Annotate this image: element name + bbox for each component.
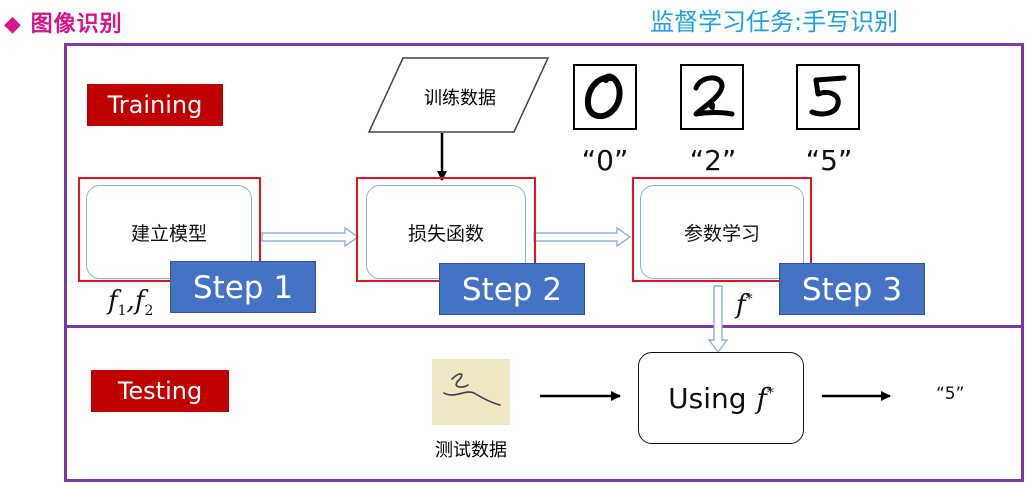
digit-image-2 <box>680 64 744 130</box>
digit-label: “0” <box>581 144 629 177</box>
diamond-bullet-icon: ◆ <box>4 12 22 37</box>
step3-box: 参数学习 <box>640 185 804 279</box>
step2-to-step3-arrow <box>533 226 632 248</box>
digit-image-5 <box>796 64 860 130</box>
prediction-output: “5” <box>936 384 965 404</box>
step1-box-label: 建立模型 <box>130 222 207 245</box>
step1-badge: Step 1 <box>170 261 316 313</box>
step2-box-label: 损失函数 <box>407 222 484 245</box>
learned-function-label: f* <box>736 290 753 320</box>
section-heading: ◆ 图像识别 <box>4 6 123 38</box>
training-data-shape <box>367 57 550 133</box>
using-label: Using <box>668 381 747 415</box>
using-function: f* <box>756 381 774 415</box>
step2-badge: Step 2 <box>439 263 585 315</box>
step1-to-step2-arrow <box>261 226 360 248</box>
step1-frame <box>78 177 261 282</box>
training-tag: Training <box>87 84 223 126</box>
digit-label: “5” <box>805 144 853 177</box>
digit-label: “2” <box>689 144 737 177</box>
digit-image-0 <box>573 64 637 130</box>
training-data-label: 训练数据 <box>424 88 496 109</box>
step3-to-using-arrow <box>707 285 729 354</box>
test-data-label: 测试数据 <box>435 440 507 461</box>
step3-box-label: 参数学习 <box>683 222 760 245</box>
testing-tag: Testing <box>91 370 229 412</box>
model-functions-note: f1,f2 <box>108 286 154 320</box>
step3-frame <box>632 177 812 282</box>
section-title: 图像识别 <box>30 12 123 37</box>
using-model-box: Using f* <box>638 352 804 444</box>
test-data-image <box>432 359 510 425</box>
page-subtitle: 监督学习任务:手写识别 <box>650 8 899 36</box>
step3-badge: Step 3 <box>779 263 925 315</box>
testing-panel <box>64 325 1024 482</box>
